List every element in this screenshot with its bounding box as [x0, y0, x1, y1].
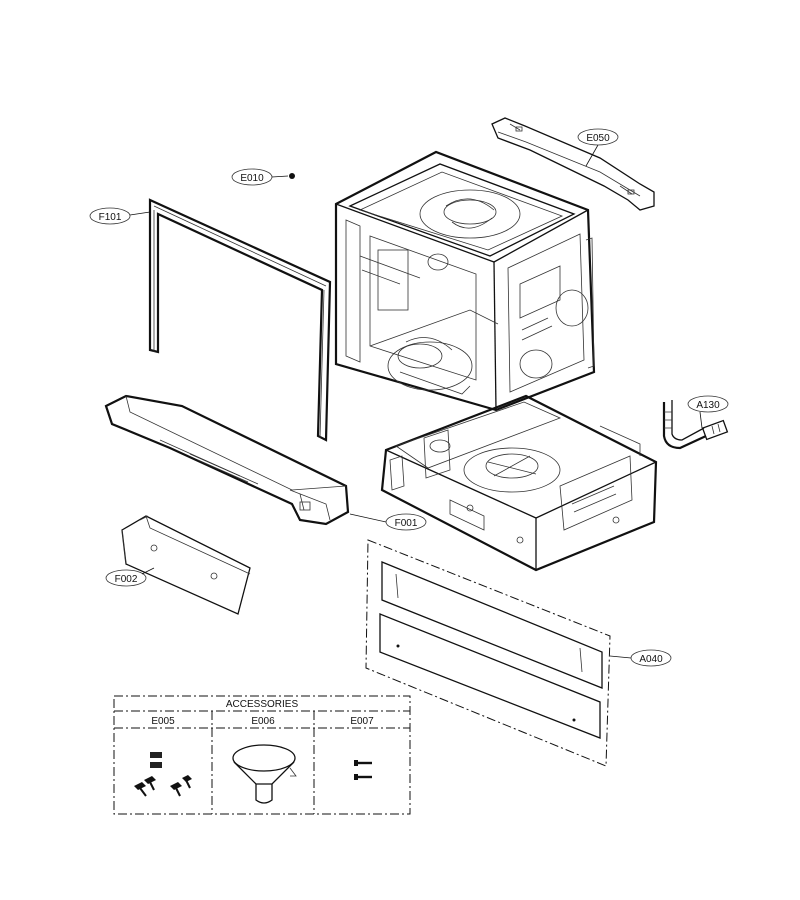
callout-e010: E010 — [231, 168, 289, 186]
callout-e010-label: E010 — [240, 173, 264, 184]
callout-f101: F101 — [89, 207, 151, 225]
part-f001-base-frame — [104, 394, 350, 526]
callout-a130-label: A130 — [696, 400, 720, 411]
screw-and-bracket-set-icon — [134, 752, 192, 797]
callout-f101-label: F101 — [99, 212, 122, 223]
accessories-title: ACCESSORIES — [226, 699, 299, 710]
callout-a040: A040 — [609, 649, 672, 667]
accessories-table: ACCESSORIES E005 E006 E007 — [113, 695, 411, 815]
funnel-icon — [232, 744, 297, 804]
callout-f002: F002 — [105, 567, 155, 587]
screw-pair-icon — [354, 760, 372, 780]
callout-a040-label: A040 — [639, 654, 663, 665]
callout-e050: E050 — [577, 128, 619, 167]
part-base-assembly — [380, 394, 658, 572]
accessories-col-e007: E007 — [350, 716, 374, 727]
part-f002-toe-kick — [121, 515, 251, 615]
part-a040-kick-plate — [365, 539, 611, 767]
part-e050-top-bracket — [491, 117, 655, 211]
callout-f001-label: F001 — [395, 518, 418, 529]
callout-a130: A130 — [687, 395, 729, 429]
part-a130-drain-hose — [662, 400, 729, 450]
callout-f002-label: F002 — [115, 574, 138, 585]
part-tub-assembly — [334, 150, 596, 412]
callout-e050-label: E050 — [586, 133, 610, 144]
part-f101-door-gasket — [148, 198, 332, 442]
accessories-col-e005: E005 — [151, 716, 175, 727]
part-e010-screw — [289, 173, 295, 179]
callout-f001: F001 — [349, 513, 427, 531]
accessories-col-e006: E006 — [251, 716, 275, 727]
